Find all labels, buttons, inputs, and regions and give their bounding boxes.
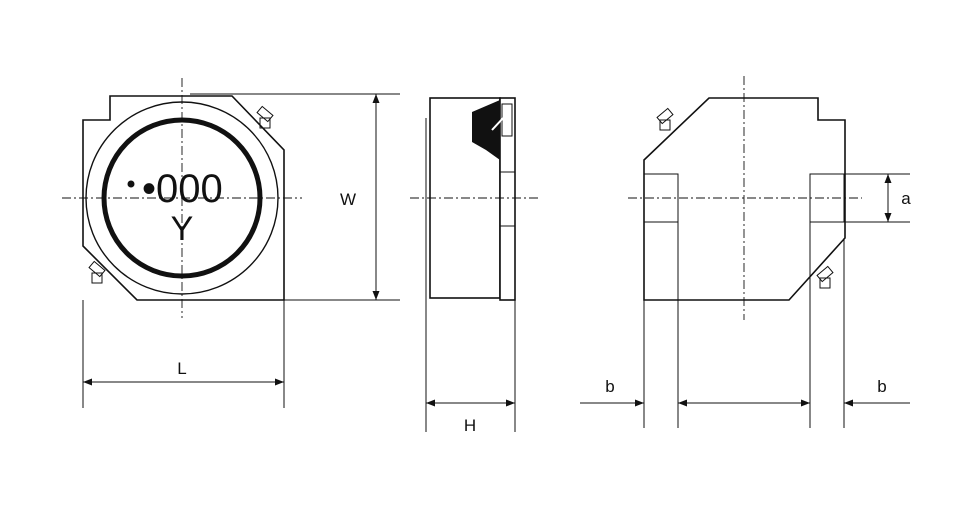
- bottom-clip-top-left: [656, 107, 674, 131]
- dim-b-right-label: b: [877, 377, 886, 396]
- side-view-wire-lead: [472, 100, 500, 160]
- marking-text-line1: •000: [142, 167, 223, 211]
- dim-w-label: W: [340, 190, 356, 209]
- bottom-view-body-outline: [643, 97, 846, 301]
- dim-h-label: H: [464, 416, 476, 435]
- side-view: H: [410, 97, 540, 435]
- top-view: •000 Y L W: [62, 78, 400, 408]
- terminal-clip-top-right: [256, 105, 274, 129]
- bottom-view: a b b: [580, 76, 911, 428]
- bottom-clip-bottom-right: [816, 265, 834, 289]
- bottom-terminal-left: [643, 173, 679, 223]
- dim-b-left-label: b: [605, 377, 614, 396]
- side-view-terminal: [499, 97, 516, 301]
- dim-l-label: L: [177, 359, 186, 378]
- marking-text-line2: Y: [171, 210, 194, 248]
- polarity-dot: [127, 180, 135, 188]
- dim-a-label: a: [901, 189, 911, 208]
- terminal-clip-bottom-left: [88, 260, 106, 284]
